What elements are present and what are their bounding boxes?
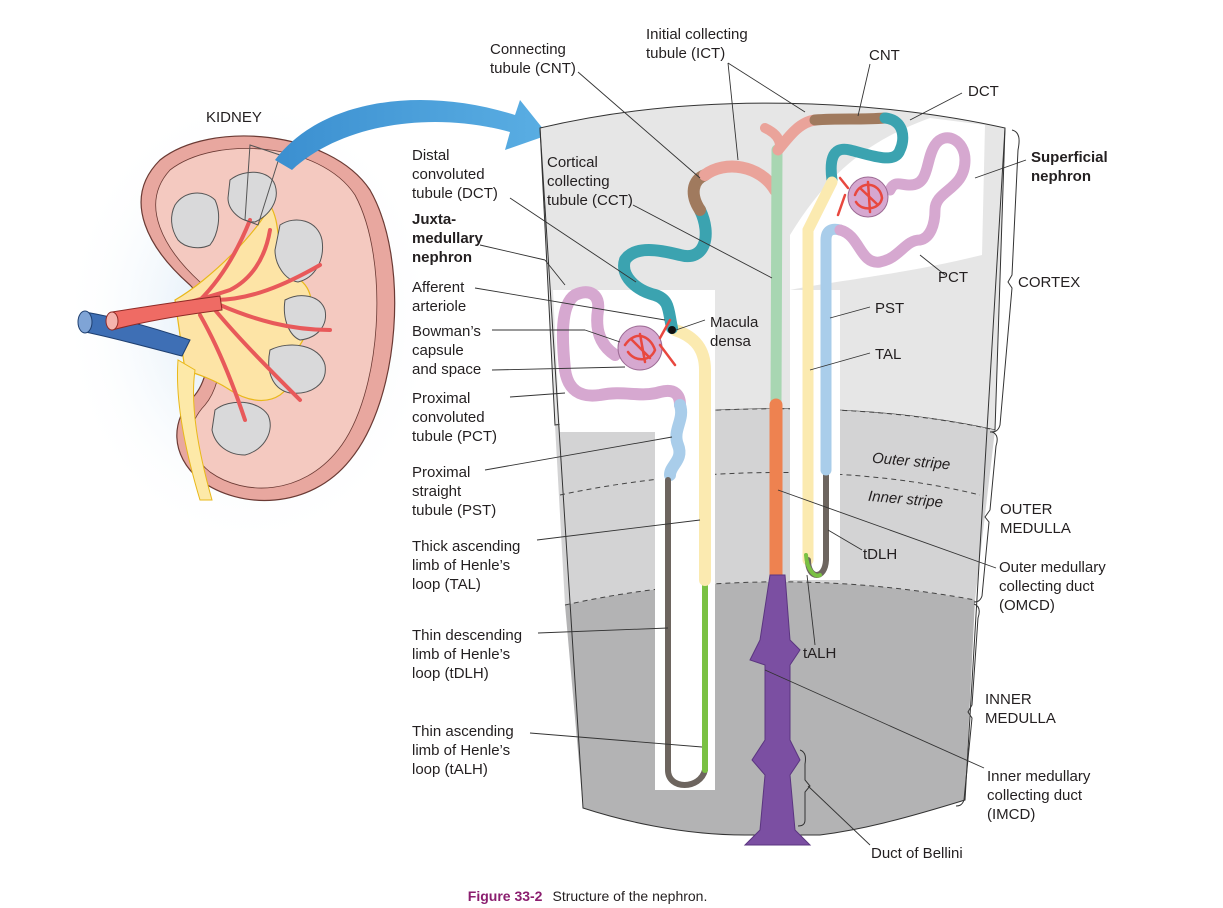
figure-number: Figure 33-2 [467,888,543,904]
label-afferent-arteriole: Afferent arteriole [412,279,467,315]
label-pst-short: PST [875,300,905,317]
label-dct-short: DCT [968,83,999,100]
sf-capillaries [836,176,884,217]
label-bowmans-capsule: Bowman’s capsule and space [412,323,482,378]
superficial-panel [790,118,985,290]
inner-medulla-bracket [955,603,980,807]
juxtamedullary-nephron [556,160,781,788]
region-brackets [797,129,1020,827]
label-cortex: CORTEX [1018,274,1081,291]
kidney-title: KIDNEY [206,109,262,126]
label-omcd: Outer medullary collecting duct (OMCD) [999,559,1106,614]
renal-artery-opening [105,311,119,331]
superficial-nephron [772,112,971,578]
label-tdlh-full: Thin descending limb of Henle’s loop (tD… [412,627,523,682]
kidney-illustration [60,90,440,550]
label-outer-medulla: OUTER MEDULLA [1000,501,1071,537]
label-initial-collecting-tubule: Initial collecting tubule (ICT) [646,26,748,62]
renal-artery [111,295,223,331]
label-pst-full: Proximal straight tubule (PST) [412,464,497,519]
zoom-region-marker [244,144,281,226]
macula-densa-marker [668,326,676,334]
jm-pst [664,399,688,481]
jm-pct [556,286,686,411]
jm-dct [618,204,712,334]
label-imcd: Inner medullary collecting duct (IMCD) [987,768,1091,823]
jm-ict [699,160,781,196]
ureter [177,359,213,501]
leader-lines [474,62,1027,846]
bellini-bracket [797,749,811,827]
imcd-segment [743,574,812,846]
label-cortical-collecting-tubule: Cortical collecting tubule (CCT) [547,154,633,209]
outer-medulla-bracket [973,431,998,603]
figure-caption: Figure 33-2 Structure of the nephron. [460,872,708,904]
jm-capillaries [623,318,677,367]
label-tdlh-short: tDLH [863,546,898,563]
label-cnt-short: CNT [869,47,900,64]
label-juxtamedullary-nephron: Juxta- medullary nephron [412,211,483,266]
jm-tal [669,324,711,586]
magnify-arrow [275,100,548,170]
sf-pct [834,132,971,268]
label-superficial-nephron: Superficial nephron [1031,149,1108,185]
label-connecting-tubule: Connecting tubule (CNT) [490,41,576,77]
sf-cnt [809,112,891,126]
label-pct-full: Proximal convoluted tubule (PCT) [412,390,498,445]
figure-caption-text: Structure of the nephron. [552,888,708,904]
jm-tdlh [665,477,708,788]
label-macula-densa: Macula densa [710,314,759,350]
label-tal-short: TAL [875,346,902,363]
label-tal-full: Thick ascending limb of Henle’s loop (TA… [412,538,521,593]
renal-vein-opening [77,310,93,334]
sf-dct [825,112,909,186]
label-talh-short: tALH [803,645,837,662]
label-inner-medulla: INNER MEDULLA [985,691,1056,727]
cct-segment [770,144,783,411]
sf-talh [804,553,822,578]
juxtamedullary-panel [553,290,715,790]
label-pct-short: PCT [938,269,968,286]
sf-tal [802,176,838,566]
label-talh-full: Thin ascending limb of Henle’s loop (tAL… [412,723,514,778]
label-distal-convoluted-tubule: Distal convoluted tubule (DCT) [412,147,498,202]
cortex-bracket [989,129,1020,433]
outer-inner-medulla-boundary [564,581,976,606]
label-duct-of-bellini: Duct of Bellini [871,845,963,862]
